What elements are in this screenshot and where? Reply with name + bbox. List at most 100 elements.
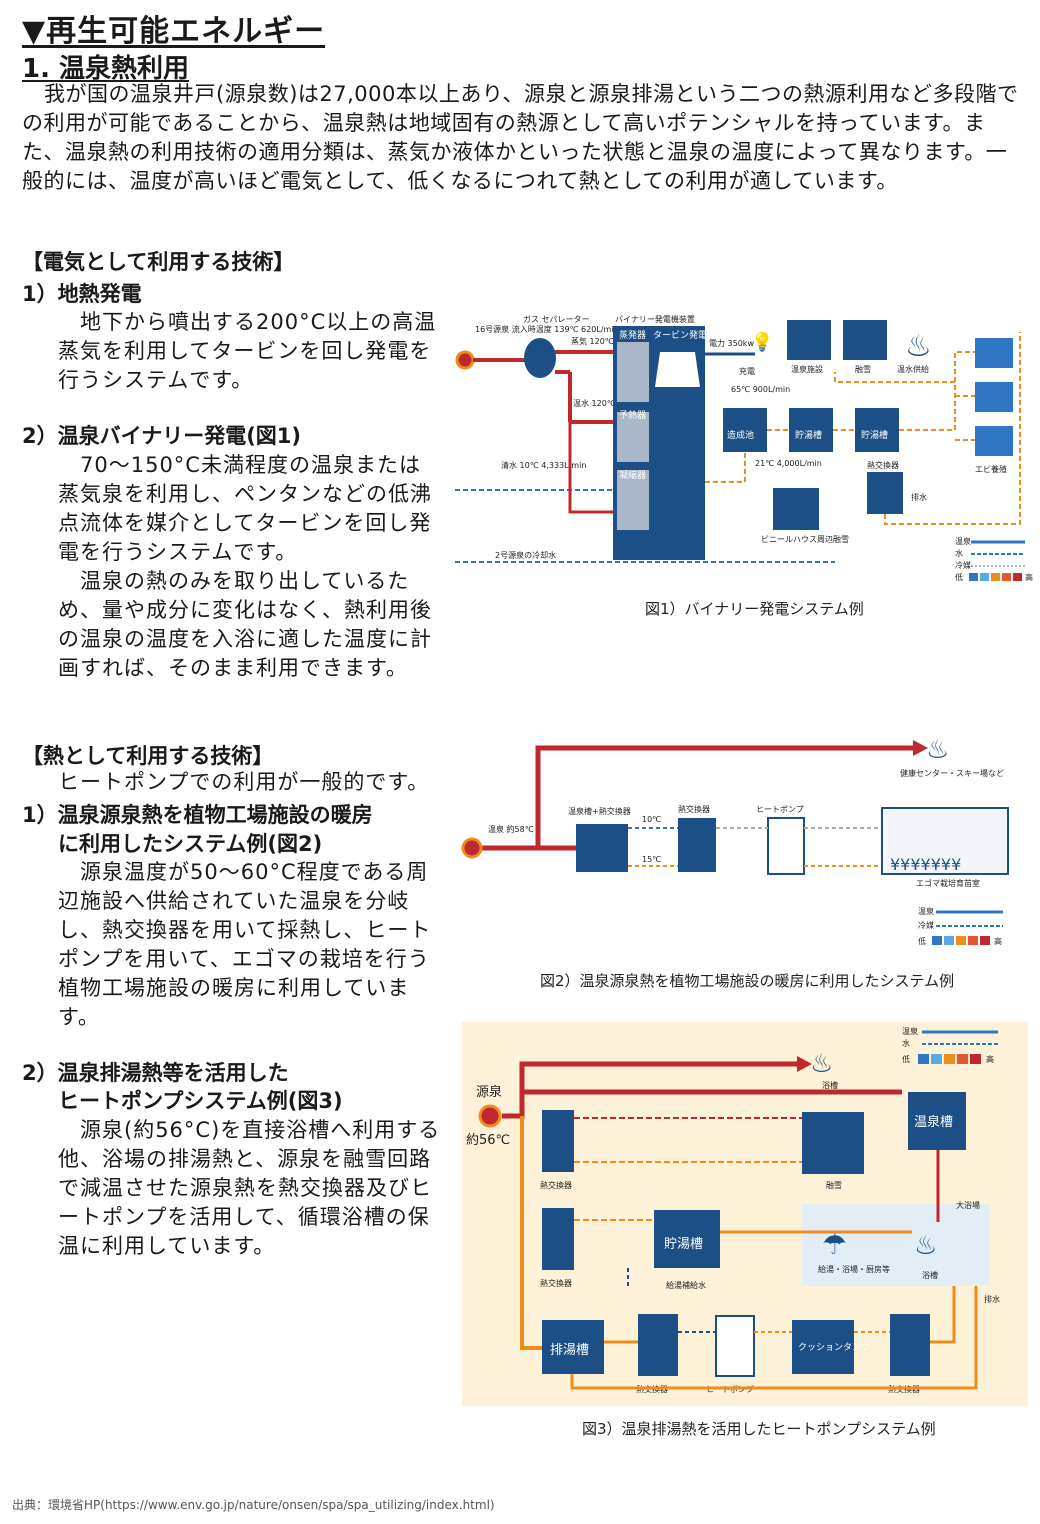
fig1-tank-3 bbox=[855, 408, 899, 452]
fig1-bulb-icon: 💡 bbox=[751, 331, 773, 353]
fig2-health-label: 健康センター・スキー場など bbox=[900, 768, 1004, 778]
fig1-pond-1 bbox=[975, 338, 1013, 368]
fig3-hx2-label: 熱交換器 bbox=[540, 1278, 572, 1288]
figure-3: 源泉 約56℃ ♨ 浴槽 温泉槽 熱交換器 融雪 大浴場 ♨ 浴槽 ☂ 給湯・浴… bbox=[462, 1022, 1028, 1406]
fig2-legend-hot: 温泉 bbox=[918, 906, 934, 916]
fig1-drain-label: 排水 bbox=[911, 492, 927, 502]
fig3-big-bath-label: 大浴場 bbox=[956, 1200, 980, 1210]
fig3-bath-top-label: 浴槽 bbox=[822, 1080, 838, 1090]
fig1-pond-2 bbox=[975, 382, 1013, 412]
electric-title: 【電気として利用する技術】 bbox=[22, 250, 295, 274]
fig2-legend-cool: 冷媒 bbox=[918, 920, 934, 930]
fig1-hx-label: 熱交換器 bbox=[867, 460, 899, 470]
fig1-shower-icon: ♨ bbox=[905, 329, 932, 364]
fig3-bath-area bbox=[802, 1204, 990, 1286]
intro-paragraph: 我が国の温泉井戸(源泉数)は27,000本以上あり、源泉と源泉排湯という二つの熱… bbox=[22, 82, 1019, 193]
fig3-onsen-tank-label: 温泉槽 bbox=[914, 1114, 953, 1130]
fig2-onsen-icon: ♨ bbox=[926, 735, 949, 765]
fig1-tank-2 bbox=[789, 408, 833, 452]
fig2-legend-low: 低 bbox=[918, 936, 926, 946]
figure-1: 16号源泉 流入時温度 139℃ 620L/min ガス セパレーター 蒸気 1… bbox=[455, 312, 1035, 592]
fig1-facility-icon bbox=[787, 320, 831, 360]
figure-1-diagram: 16号源泉 流入時温度 139℃ 620L/min ガス セパレーター 蒸気 1… bbox=[455, 314, 1033, 582]
fig1-coolant-label: 2号源泉の冷却水 bbox=[495, 550, 556, 560]
fig1-source-label: 16号源泉 流入時温度 139℃ 620L/min bbox=[475, 324, 619, 334]
fig3-drain-label: 排水 bbox=[984, 1294, 1000, 1304]
figure-3-diagram: 源泉 約56℃ ♨ 浴槽 温泉槽 熱交換器 融雪 大浴場 ♨ 浴槽 ☂ 給湯・浴… bbox=[466, 1026, 1000, 1394]
fig3-supply-label: 給湯補給水 bbox=[666, 1280, 706, 1290]
fig1-legend-cool: 冷媒 bbox=[955, 560, 971, 570]
fig1-light-label: 充電 bbox=[739, 366, 755, 376]
fig2-hx-label: 熱交換器 bbox=[678, 804, 710, 814]
fig1-legend-low: 低 bbox=[955, 572, 963, 582]
heat-item1-title-b: に利用したシステム例(図2) bbox=[58, 832, 323, 856]
binary-body-2: 温泉の熱のみを取り出しているため、量や成分に変化はなく、熱利用後の温泉の温度を入… bbox=[58, 569, 432, 680]
fig3-store-label: 貯湯槽 bbox=[664, 1237, 703, 1252]
fig3-legend-low: 低 bbox=[902, 1054, 910, 1064]
fig2-tank bbox=[576, 824, 628, 872]
heat-lead: ヒートポンプでの利用が一般的です。 bbox=[58, 770, 430, 794]
fig2-plant-room bbox=[881, 807, 1009, 875]
fig1-greenhouse-label: ビニールハウス周辺融雪 bbox=[761, 534, 849, 544]
fig2-heatpump bbox=[767, 817, 805, 875]
fig2-t15: 15℃ bbox=[642, 855, 661, 864]
fig3-bath-label: 浴槽 bbox=[922, 1270, 938, 1280]
fig3-waste-tank bbox=[542, 1320, 604, 1374]
fig2-source-marker bbox=[461, 837, 483, 859]
section-title: 1. 温泉熱利用 bbox=[22, 54, 190, 84]
figure-1-caption: 図1）バイナリー発電システム例 bbox=[645, 600, 864, 618]
fig1-turbine: タービン発電機 bbox=[653, 329, 716, 341]
fig1-evaporator: 蒸発器 bbox=[619, 329, 646, 341]
fig1-binary-label: バイナリー発電機装置 bbox=[615, 314, 695, 324]
fig2-plant-label: エゴマ栽培育苗室 bbox=[916, 878, 980, 888]
fig1-legend-high: 高 bbox=[1025, 572, 1033, 582]
fig3-source-label: 源泉 bbox=[476, 1084, 502, 1100]
figure-2-diagram: 温泉 約58℃ ♨ 健康センター・スキー場など 温泉槽+熱交換器 熱交換器 ヒー… bbox=[461, 735, 1009, 946]
figure-2-caption: 図2）温泉源泉熱を植物工場施設の暖房に利用したシステム例 bbox=[540, 972, 955, 990]
fig1-greenhouse-icon bbox=[773, 488, 819, 530]
fig1-tank3-label: 貯湯槽 bbox=[861, 429, 888, 441]
fig1-preheater: 予熱器 bbox=[619, 409, 646, 421]
fig3-legend-high: 高 bbox=[986, 1054, 994, 1064]
heat-item2-title-b: ヒートポンプシステム例(図3) bbox=[58, 1089, 343, 1113]
heat-item2-title-a: 2）温泉排湯熱等を活用した bbox=[22, 1061, 289, 1085]
fig3-legend-hot: 温泉 bbox=[902, 1026, 918, 1036]
figure-2: 温泉 約58℃ ♨ 健康センター・スキー場など 温泉槽+熱交換器 熱交換器 ヒー… bbox=[458, 720, 1038, 960]
fig2-hx bbox=[678, 818, 716, 872]
fig3-bath-top-icon: ♨ bbox=[810, 1049, 833, 1079]
fig1-power-label: 電力 350kw bbox=[709, 338, 754, 348]
fig1-shrimp-label: エビ養殖 bbox=[975, 464, 1007, 474]
fig1-flow65-label: 65℃ 900L/min bbox=[731, 385, 790, 394]
fig1-snowmelt-label: 融雪 bbox=[855, 364, 871, 374]
fig1-flow21-label: 21℃ 4,000L/min bbox=[755, 459, 822, 468]
heat-item1-title-a: 1）温泉源泉熱を植物工場施設の暖房 bbox=[22, 803, 373, 827]
fig1-tank2-label: 貯湯槽 bbox=[795, 429, 822, 441]
fig1-separator-label: ガス セパレーター bbox=[523, 314, 590, 324]
fig3-snow-icon bbox=[802, 1112, 864, 1174]
fig1-cooling-label: 清水 10℃ 4,333L/min bbox=[501, 460, 586, 470]
fig1-snowmelt-icon bbox=[843, 320, 887, 360]
fig3-cushion-label: クッションタンク bbox=[798, 1342, 870, 1353]
fig3-bath-icon: ♨ bbox=[914, 1231, 937, 1261]
fig1-tank-1 bbox=[723, 408, 767, 452]
fig2-plant-icon: ¥¥¥¥¥¥¥ bbox=[890, 855, 961, 874]
fig3-temp-label: 約56℃ bbox=[466, 1133, 510, 1148]
heat-title: 【熱として利用する技術】 bbox=[22, 744, 274, 768]
geothermal-body: 地下から噴出する200°C以上の高温蒸気を利用してタービンを回し発電を行うシステ… bbox=[58, 310, 437, 392]
figure-3-caption: 図3）温泉排湯熱を活用したヒートポンプシステム例 bbox=[582, 1420, 936, 1438]
fig2-source-label: 温泉 約58℃ bbox=[488, 824, 534, 834]
source-note: 出典：環境省HP(https://www.env.go.jp/nature/on… bbox=[12, 1498, 495, 1512]
fig1-supply-label: 温水供給 bbox=[897, 364, 929, 374]
fig3-waste-label: 排湯槽 bbox=[550, 1343, 589, 1358]
fig1-steam-label: 蒸気 120℃ bbox=[571, 336, 614, 346]
fig2-t10: 10℃ bbox=[642, 815, 661, 824]
fig3-hx1-label: 熱交換器 bbox=[540, 1180, 572, 1190]
fig3-source-marker bbox=[478, 1104, 502, 1128]
fig3-snow-label: 融雪 bbox=[826, 1180, 842, 1190]
fig1-legend-hot: 温泉 bbox=[955, 536, 971, 546]
fig1-source-marker bbox=[455, 350, 475, 370]
fig3-heatpump bbox=[715, 1315, 755, 1377]
fig1-tank1-label: 造成池 bbox=[727, 429, 754, 441]
fig2-tank-label: 温泉槽+熱交換器 bbox=[568, 806, 631, 816]
fig3-store-tank bbox=[654, 1210, 720, 1268]
